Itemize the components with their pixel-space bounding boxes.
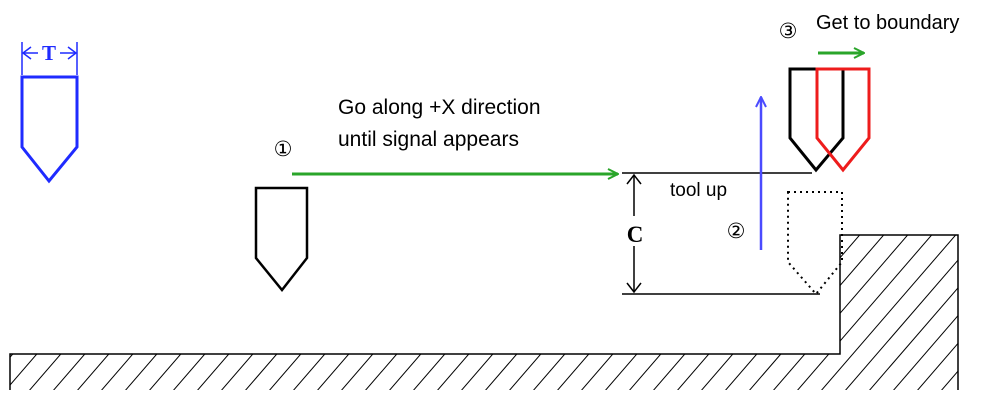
final-tool — [815, 67, 871, 173]
workpiece-hatching — [10, 230, 1001, 392]
hatch-line — [123, 235, 265, 390]
hatch-line — [99, 235, 241, 390]
tool-width-arrowhead-left — [21, 46, 32, 60]
contact-tool-dotted — [787, 191, 843, 296]
hatch-line — [795, 235, 937, 390]
hatch-line — [627, 235, 769, 390]
hatch-line — [507, 235, 649, 390]
height-dim-arrow-bottom — [626, 282, 642, 294]
hatch-line — [555, 235, 697, 390]
hatch-line — [747, 235, 889, 390]
workpiece — [9, 230, 1001, 392]
tool-width-label: T — [42, 41, 56, 65]
hatch-line — [819, 235, 958, 390]
hatch-line — [10, 235, 121, 390]
hatch-line — [75, 235, 217, 390]
step2-number: ② — [727, 219, 746, 243]
hatch-line — [219, 235, 361, 390]
height-dim-label-bg — [624, 216, 646, 246]
step1-line2: until signal appears — [338, 128, 519, 151]
workpiece-outline — [9, 234, 959, 390]
hatch-line — [435, 235, 577, 390]
hatch-line — [291, 235, 433, 390]
step3-label: Get to boundary — [816, 12, 959, 34]
step2-label: tool up — [670, 180, 727, 201]
hatch-line — [10, 235, 73, 390]
hatch-line — [603, 235, 745, 390]
hatch-line — [891, 235, 958, 390]
hatch-line — [964, 230, 1001, 392]
hatch-line — [195, 235, 337, 390]
hatch-line — [10, 235, 145, 390]
hatch-line — [171, 235, 313, 390]
hatch-line — [723, 235, 865, 390]
hatch-line — [843, 235, 958, 390]
hatch-line — [939, 235, 958, 390]
hatch-line — [147, 235, 289, 390]
height-dimension: C — [622, 172, 820, 295]
hatch-line — [771, 235, 913, 390]
reference-tool-outline — [20, 75, 79, 184]
hatch-line — [915, 235, 958, 390]
hatch-line — [363, 235, 505, 390]
hatch-line — [459, 235, 601, 390]
start-tool — [254, 186, 309, 293]
hatch-line — [387, 235, 529, 390]
hatch-line — [988, 230, 1001, 392]
hatch-line — [651, 235, 793, 390]
hatch-line — [10, 235, 49, 390]
hatch-line — [579, 235, 721, 390]
hatch-line — [339, 235, 481, 390]
step3: ③ Get to boundary — [779, 12, 959, 173]
hatch-line — [531, 235, 673, 390]
hatch-line — [27, 235, 169, 390]
hatch-line — [411, 235, 553, 390]
hatch-line — [315, 235, 457, 390]
height-dim-arrow-top — [626, 173, 642, 185]
hatch-line — [51, 235, 193, 390]
step2: tool up ② — [670, 97, 843, 296]
step1-number: ① — [274, 137, 293, 161]
hatch-line — [10, 235, 25, 390]
tool-width-label-bg — [38, 42, 60, 64]
hatch-line — [699, 235, 841, 390]
reference-tool: T — [20, 41, 79, 184]
hatch-line — [675, 235, 817, 390]
step1-line1: Go along +X direction — [338, 96, 541, 119]
hatch-line — [10, 235, 97, 390]
step1: ① Go along +X direction until signal app… — [274, 96, 618, 174]
hatch-line — [267, 235, 409, 390]
tool-width-arrowhead-right — [67, 46, 78, 60]
hatch-line — [867, 235, 958, 390]
step3-number: ③ — [779, 19, 798, 43]
height-dim-label: C — [627, 222, 644, 247]
hatch-line — [243, 235, 385, 390]
hatch-line — [483, 235, 625, 390]
